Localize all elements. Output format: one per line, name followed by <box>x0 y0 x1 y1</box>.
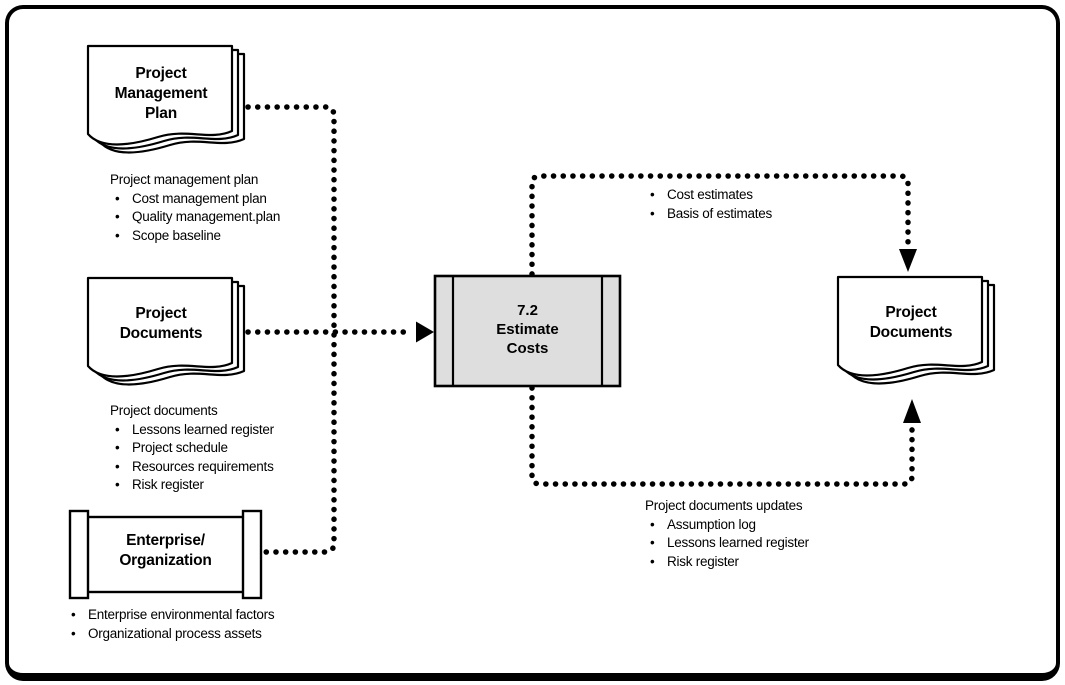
list-item: • Project schedule <box>110 439 274 458</box>
list-item: • Organizational process assets <box>66 625 274 644</box>
enterprise-organization-icon <box>68 509 263 600</box>
connector-output-bottom <box>529 385 915 487</box>
bullet-icon: • <box>115 421 120 437</box>
input-list-enterprise-organization: • Enterprise environmental factors • Organi… <box>66 606 275 644</box>
list-item-label: Basis of estimates <box>667 205 773 221</box>
arrowhead-output-top <box>899 249 917 272</box>
list-item-label: Cost estimates <box>667 187 753 202</box>
document-title-project-management-plan: Project Management Plan <box>114 65 208 122</box>
list-item: • Quality management.plan <box>110 208 280 227</box>
list-item: • Risk register <box>645 553 809 572</box>
list-item-label: Organizational process assets <box>88 625 262 641</box>
bullet-icon: • <box>115 477 120 492</box>
list-item-label: Cost management plan <box>132 190 267 206</box>
bullet-icon: • <box>71 607 76 622</box>
list-item-label: Enterprise environmental factors <box>88 607 275 622</box>
arrowhead-into-process <box>416 321 434 343</box>
list-item-label: Risk register <box>667 553 739 569</box>
bullet-icon: • <box>115 209 120 224</box>
document-title-project-documents-output: Project Documents <box>869 304 953 341</box>
connector-output-top <box>529 173 911 277</box>
bullet-icon: • <box>650 205 655 221</box>
bullet-icon: • <box>650 535 655 550</box>
enterprise-organization-title: Enterprise/ Organization <box>119 532 212 569</box>
arrowhead-output-bottom <box>903 399 921 423</box>
bullet-icon: • <box>650 553 655 569</box>
list-item: • Lessons learned register <box>110 421 274 440</box>
process-box-shape <box>433 274 622 388</box>
list-item-label: Scope baseline <box>132 227 221 243</box>
list-item: • Cost management plan <box>110 190 280 209</box>
figure-frame <box>5 5 1060 681</box>
process-box-title: 7.2 Estimate Costs <box>496 302 559 357</box>
list-header: Project documents updates <box>645 498 803 513</box>
bullet-icon: • <box>115 227 120 243</box>
bullet-icon: • <box>71 625 76 641</box>
list-item-label: Lessons learned register <box>132 421 274 437</box>
list-item-label: Project schedule <box>132 440 228 455</box>
input-list-project-documents: Project documents • Lessons learned regist… <box>110 402 274 495</box>
output-list-top: • Cost estimates • Basis of estimates <box>645 186 772 223</box>
list-item-label: Resources requirements <box>132 458 274 474</box>
input-list-project-management-plan: Project management plan • Cost management … <box>110 171 280 245</box>
output-list-bottom: Project documents updates • Assumption log… <box>645 497 809 571</box>
bullet-icon: • <box>115 440 120 455</box>
bullet-icon: • <box>115 190 120 206</box>
list-item: • Enterprise environmental factors <box>66 606 275 625</box>
list-header: Project management plan <box>110 172 259 187</box>
list-item: • Scope baseline <box>110 227 280 246</box>
bullet-icon: • <box>650 516 655 532</box>
list-item: • Lessons learned register <box>645 534 809 553</box>
list-item-label: Assumption log <box>667 516 756 532</box>
list-item-label: Risk register <box>132 477 204 492</box>
document-title-project-documents-input: Project Documents <box>119 305 203 342</box>
list-header: Project documents <box>110 403 218 418</box>
list-item: • Resources requirements <box>110 458 274 477</box>
list-item: • Basis of estimates <box>645 205 772 224</box>
bullet-icon: • <box>115 458 120 474</box>
list-item-label: Lessons learned register <box>667 535 809 550</box>
list-item: • Assumption log <box>645 516 809 535</box>
list-item: • Cost estimates <box>645 186 772 205</box>
list-item: • Risk register <box>110 476 274 495</box>
bullet-icon: • <box>650 187 655 202</box>
list-item-label: Quality management.plan <box>132 209 281 224</box>
